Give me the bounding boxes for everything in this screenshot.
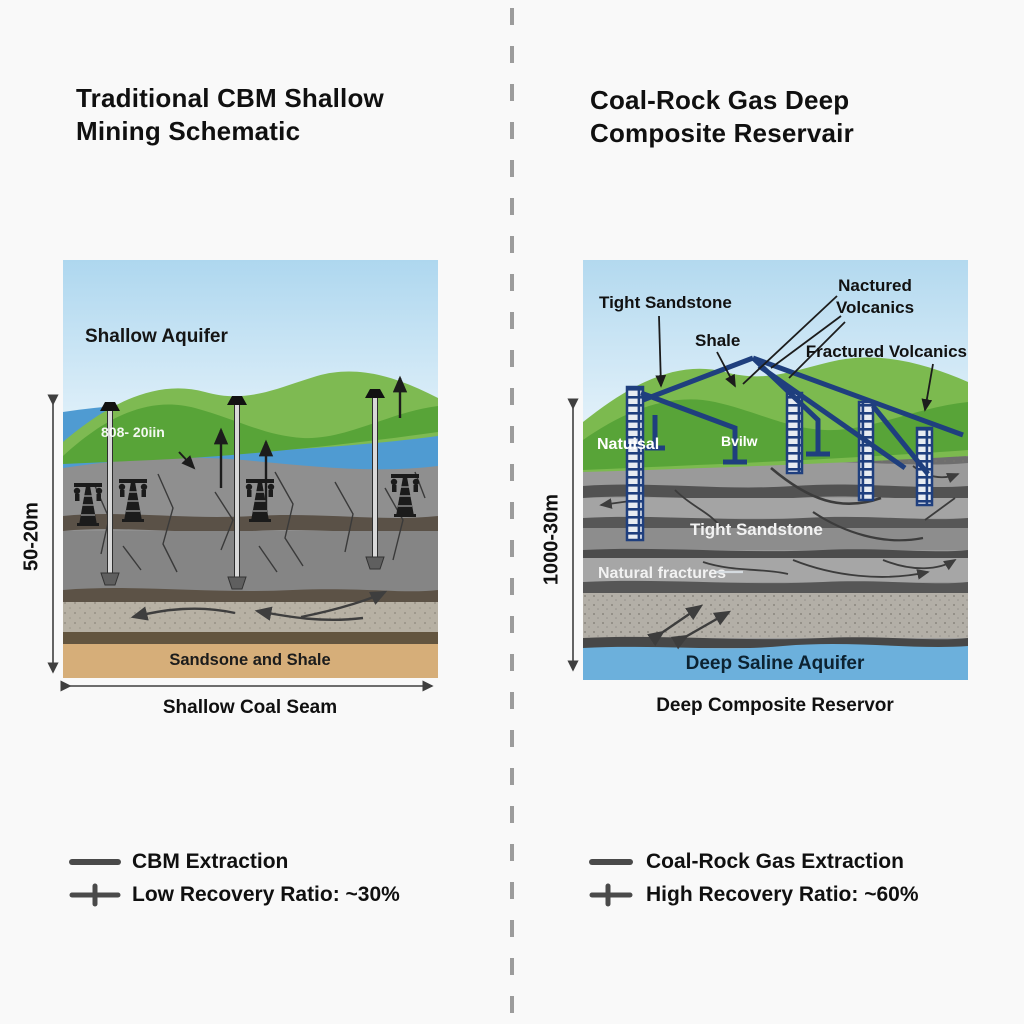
deep-saline-aquifer-band	[583, 644, 968, 680]
left-legend: CBM Extraction Low Recovery Ratio: ~30%	[68, 850, 400, 916]
tight-sandstone-mid-label: Tight Sandstone	[690, 520, 823, 539]
right-caption: Deep Composite Reservor	[656, 695, 894, 716]
high-recovery-label: High Recovery Ratio: ~60%	[646, 883, 919, 906]
line-marker-icon	[69, 859, 121, 865]
vertical-wells	[100, 389, 385, 590]
left-depth-label: 50-20m	[20, 502, 43, 571]
right-legend: Coal-Rock Gas Extraction High Recovery R…	[588, 850, 919, 916]
left-hills-front	[63, 404, 438, 464]
aquifer-depth-text: 808- 20iin	[101, 424, 165, 440]
legend-row: Coal-Rock Gas Extraction	[588, 850, 919, 874]
cbm-extraction-label: CBM Extraction	[132, 850, 289, 873]
left-caption: Shallow Coal Seam	[162, 697, 338, 718]
left-panel-title: Traditional CBM Shallow Mining Schematic	[76, 83, 384, 146]
left-schematic: Shallow Aquifer 808- 20iin Sandsone and …	[63, 260, 438, 678]
tight-sandstone-top-label: Tight Sandstone	[599, 293, 732, 312]
left-width-arrow	[60, 680, 434, 692]
low-recovery-label: Low Recovery Ratio: ~30%	[132, 883, 400, 906]
natural-garbled-label: Natuisal	[597, 436, 659, 453]
left-dark-band	[63, 514, 438, 533]
fractured-volcanics-label: Fractured Volcanics	[806, 342, 967, 361]
plus-line-marker-icon	[69, 883, 121, 907]
sandstone-shale-layer	[63, 644, 438, 678]
label-leader-lines	[655, 295, 934, 412]
right-panel-title: Coal-Rock Gas Deep Composite Reservair	[590, 85, 854, 148]
right-depth-arrow	[567, 398, 579, 672]
legend-row: High Recovery Ratio: ~60%	[588, 883, 919, 907]
nactured-volcanics-label-line1: Nactured	[838, 276, 912, 295]
legend-row: CBM Extraction	[68, 850, 400, 874]
legend-row: Low Recovery Ratio: ~30%	[68, 883, 400, 907]
gas-flow-arrows	[130, 590, 388, 622]
nactured-volcanics-label-line2: Volcanics	[836, 298, 914, 317]
deviated-wellbores	[640, 355, 964, 476]
deep-saline-aquifer-label: Deep Saline Aquifer	[686, 653, 865, 674]
shale-label: Shale	[695, 331, 740, 350]
plus-line-marker-icon	[589, 883, 633, 907]
right-schematic: Tight Sandstone Shale Nactured Volcanics…	[583, 260, 968, 680]
coal-rock-gas-extraction-label: Coal-Rock Gas Extraction	[646, 850, 904, 873]
deep-flow-arrows	[647, 604, 732, 650]
line-marker-icon	[589, 859, 633, 865]
right-depth-label: 1000-30m	[540, 493, 563, 586]
left-depth-arrow	[47, 394, 59, 674]
sandstone-shale-label: Sandsone and Shale	[169, 651, 330, 669]
well-garbled-label: Bvilw	[721, 433, 758, 449]
shallow-aquifer-label: Shallow Aquifer	[85, 326, 228, 347]
natural-fractures-label: Natural fractures	[598, 565, 726, 582]
